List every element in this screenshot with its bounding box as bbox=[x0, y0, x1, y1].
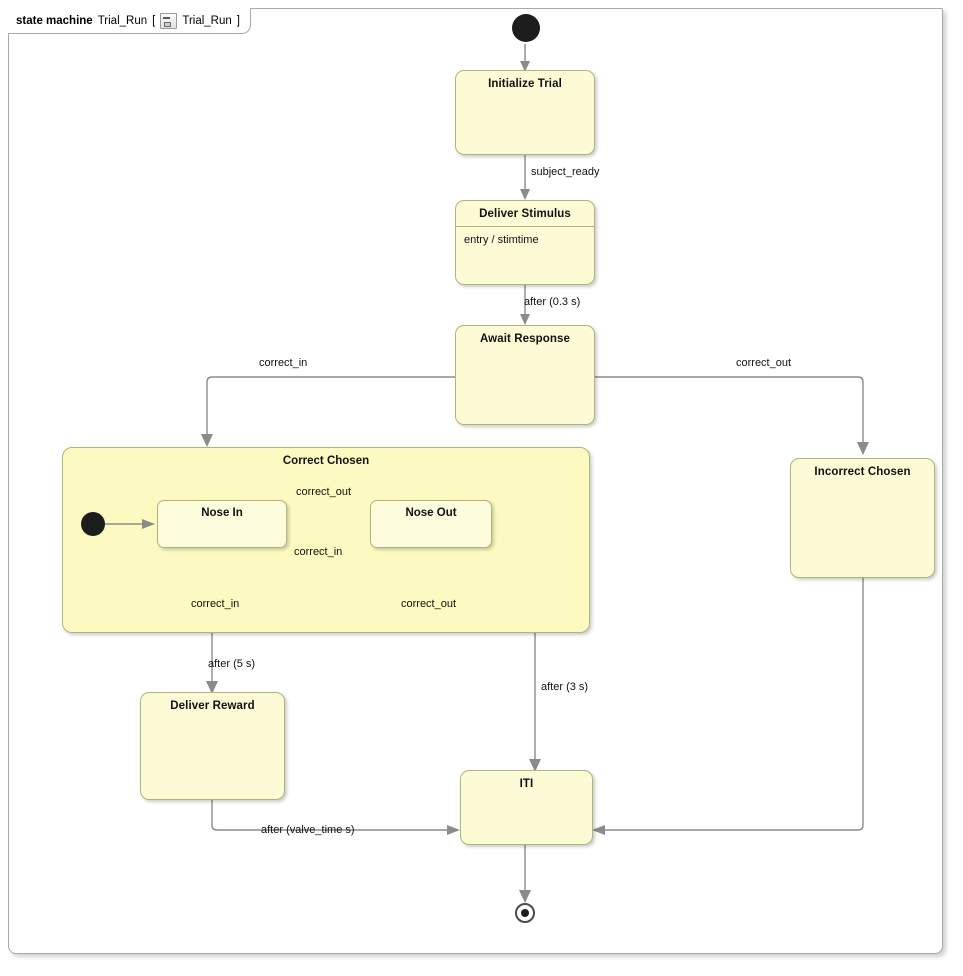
state-iti[interactable]: ITI bbox=[460, 770, 593, 845]
state-machine-icon bbox=[160, 12, 178, 29]
frame-keyword: state machine bbox=[16, 14, 93, 27]
initial-state-node-correct-chosen bbox=[81, 512, 105, 536]
state-title: Deliver Reward bbox=[170, 700, 255, 712]
frame-bracket-open: [ bbox=[152, 14, 156, 27]
state-title: Incorrect Chosen bbox=[814, 466, 911, 478]
state-title: Await Response bbox=[479, 333, 571, 345]
state-incorrect-chosen[interactable]: Incorrect Chosen bbox=[790, 458, 935, 578]
state-nose-out[interactable]: Nose Out bbox=[370, 500, 492, 548]
frame-bracket-close: ] bbox=[236, 14, 240, 27]
frame-qualified-name: Trial_Run bbox=[182, 14, 232, 27]
state-deliver-reward[interactable]: Deliver Reward bbox=[140, 692, 285, 800]
transition-label-subject-ready: subject_ready bbox=[531, 166, 600, 178]
state-title: Initialize Trial bbox=[488, 78, 562, 90]
state-deliver-stimulus[interactable]: Deliver Stimulus entry / stimtime bbox=[455, 200, 595, 285]
composite-title: Correct Chosen bbox=[282, 455, 370, 467]
final-state-node bbox=[515, 903, 535, 923]
state-initialize-trial[interactable]: Initialize Trial bbox=[455, 70, 595, 155]
transition-label-after-valve-time: after (valve_time s) bbox=[261, 824, 355, 836]
transition-label-after-5s: after (5 s) bbox=[208, 658, 256, 670]
transition-label-correct-out-await: correct_out bbox=[736, 357, 792, 369]
state-nose-in[interactable]: Nose In bbox=[157, 500, 287, 548]
state-title: ITI bbox=[519, 778, 534, 790]
initial-state-node bbox=[512, 14, 540, 42]
frame-header-tab: state machine Trial_Run [ Trial_Run ] bbox=[8, 8, 251, 34]
state-await-response[interactable]: Await Response bbox=[455, 325, 595, 425]
state-correct-chosen[interactable]: Correct Chosen bbox=[62, 447, 590, 633]
transition-label-correct-in-await: correct_in bbox=[259, 357, 308, 369]
transition-label-correct-in-noseout-nosein: correct_in bbox=[294, 546, 343, 558]
transition-label-correct-out-nosein-noseout: correct_out bbox=[296, 486, 352, 498]
state-title: Deliver Stimulus bbox=[456, 201, 594, 227]
transition-label-after-3s: after (3 s) bbox=[541, 681, 589, 693]
frame-name: Trial_Run bbox=[97, 14, 148, 27]
state-entry-action: entry / stimtime bbox=[464, 234, 539, 246]
substate-title: Nose In bbox=[201, 507, 243, 519]
transition-label-correct-in-self: correct_in bbox=[191, 598, 240, 610]
transition-label-correct-out-self: correct_out bbox=[401, 598, 457, 610]
transition-label-after-0-3s: after (0.3 s) bbox=[524, 296, 581, 308]
substate-title: Nose Out bbox=[405, 507, 457, 519]
